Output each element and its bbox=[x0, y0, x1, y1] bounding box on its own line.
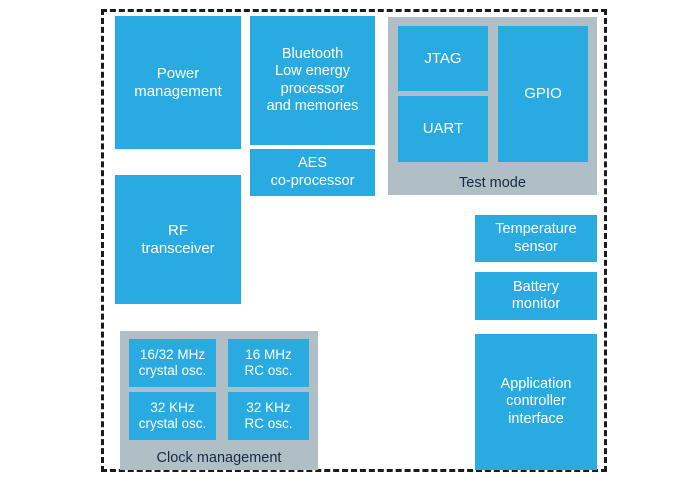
block-application-controller-interface[interactable]: Application controller interface bbox=[475, 334, 597, 470]
block-uart[interactable]: UART bbox=[398, 96, 488, 162]
block-bluetooth-low-energy-processor[interactable]: Bluetooth Low energy processor and memor… bbox=[250, 16, 375, 145]
panel-test-mode-label: Test mode bbox=[459, 175, 526, 192]
block-rf-transceiver[interactable]: RF transceiver bbox=[115, 175, 241, 304]
chip-boundary bbox=[101, 9, 607, 472]
block-crystal-osc-16-32mhz[interactable]: 16/32 MHz crystal osc. bbox=[129, 339, 216, 387]
block-aes-coprocessor[interactable]: AES co-processor bbox=[250, 149, 375, 196]
block-jtag[interactable]: JTAG bbox=[398, 26, 488, 91]
block-temperature-sensor[interactable]: Temperature sensor bbox=[475, 215, 597, 262]
block-gpio[interactable]: GPIO bbox=[498, 26, 588, 162]
block-power-management[interactable]: Power management bbox=[115, 16, 241, 149]
block-battery-monitor[interactable]: Battery monitor bbox=[475, 272, 597, 320]
block-rc-osc-16mhz[interactable]: 16 MHz RC osc. bbox=[228, 339, 309, 387]
block-rc-osc-32khz[interactable]: 32 KHz RC osc. bbox=[228, 392, 309, 440]
panel-clock-management-label: Clock management bbox=[156, 450, 282, 467]
block-crystal-osc-32khz[interactable]: 32 KHz crystal osc. bbox=[129, 392, 216, 440]
